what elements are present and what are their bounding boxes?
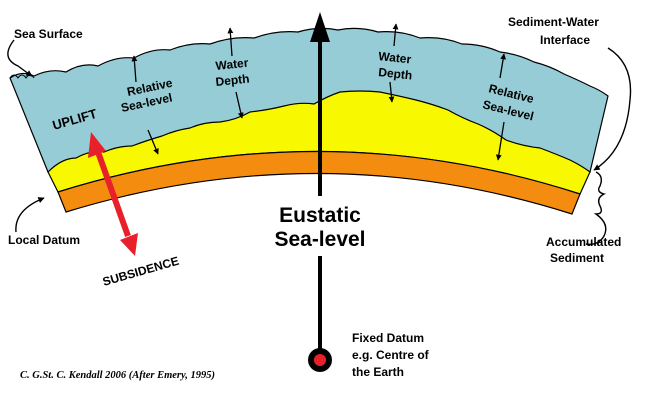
accumulated-sediment-line1: Accumulated bbox=[546, 235, 621, 249]
water-depth-left-arrows bbox=[227, 27, 244, 119]
sea-surface-label: Sea Surface bbox=[14, 27, 83, 41]
accumulated-sediment-line2: Sediment bbox=[550, 251, 604, 265]
local-datum-label: Local Datum bbox=[8, 233, 80, 247]
eustatic-label-line2: Sea-level bbox=[274, 228, 365, 251]
relative-sea-level-right-arrows bbox=[495, 53, 507, 161]
local-datum-pointer bbox=[15, 197, 45, 233]
eustatic-label-line1: Eustatic bbox=[279, 204, 361, 227]
fixed-datum-core bbox=[314, 354, 326, 366]
sea-surface-pointer bbox=[7, 39, 33, 77]
fixed-datum-line2: e.g. Centre of bbox=[352, 348, 430, 362]
water-depth-right-line2: Depth bbox=[378, 65, 413, 82]
uplift-subsidence-arrow bbox=[95, 150, 131, 238]
sediment-water-pointer bbox=[593, 47, 632, 171]
sediment-water-label-line1: Sediment-Water bbox=[508, 15, 599, 29]
subsidence-label: SUBSIDENCE bbox=[101, 254, 180, 289]
sediment-water-label-line2: Interface bbox=[540, 33, 590, 47]
water-depth-right-arrows bbox=[388, 23, 399, 103]
eustatic-arrowhead bbox=[310, 12, 330, 42]
water-depth-right-line1: Water bbox=[378, 49, 413, 66]
fixed-datum-line3: the Earth bbox=[352, 365, 404, 379]
water-depth-left-line1: Water bbox=[215, 56, 250, 73]
relative-sea-level-left-arrows bbox=[131, 55, 159, 155]
subsidence-arrowhead bbox=[120, 233, 138, 256]
eustatic-label-bg bbox=[270, 196, 370, 256]
credit-caption: C. G.St. C. Kendall 2006 (After Emery, 1… bbox=[20, 370, 215, 381]
accumulated-sediment-brace bbox=[585, 171, 607, 246]
water-depth-left-line2: Depth bbox=[215, 72, 250, 89]
datum-layer bbox=[57, 150, 581, 215]
fixed-datum-line1: Fixed Datum bbox=[352, 331, 424, 345]
uplift-arrowhead bbox=[88, 132, 106, 158]
